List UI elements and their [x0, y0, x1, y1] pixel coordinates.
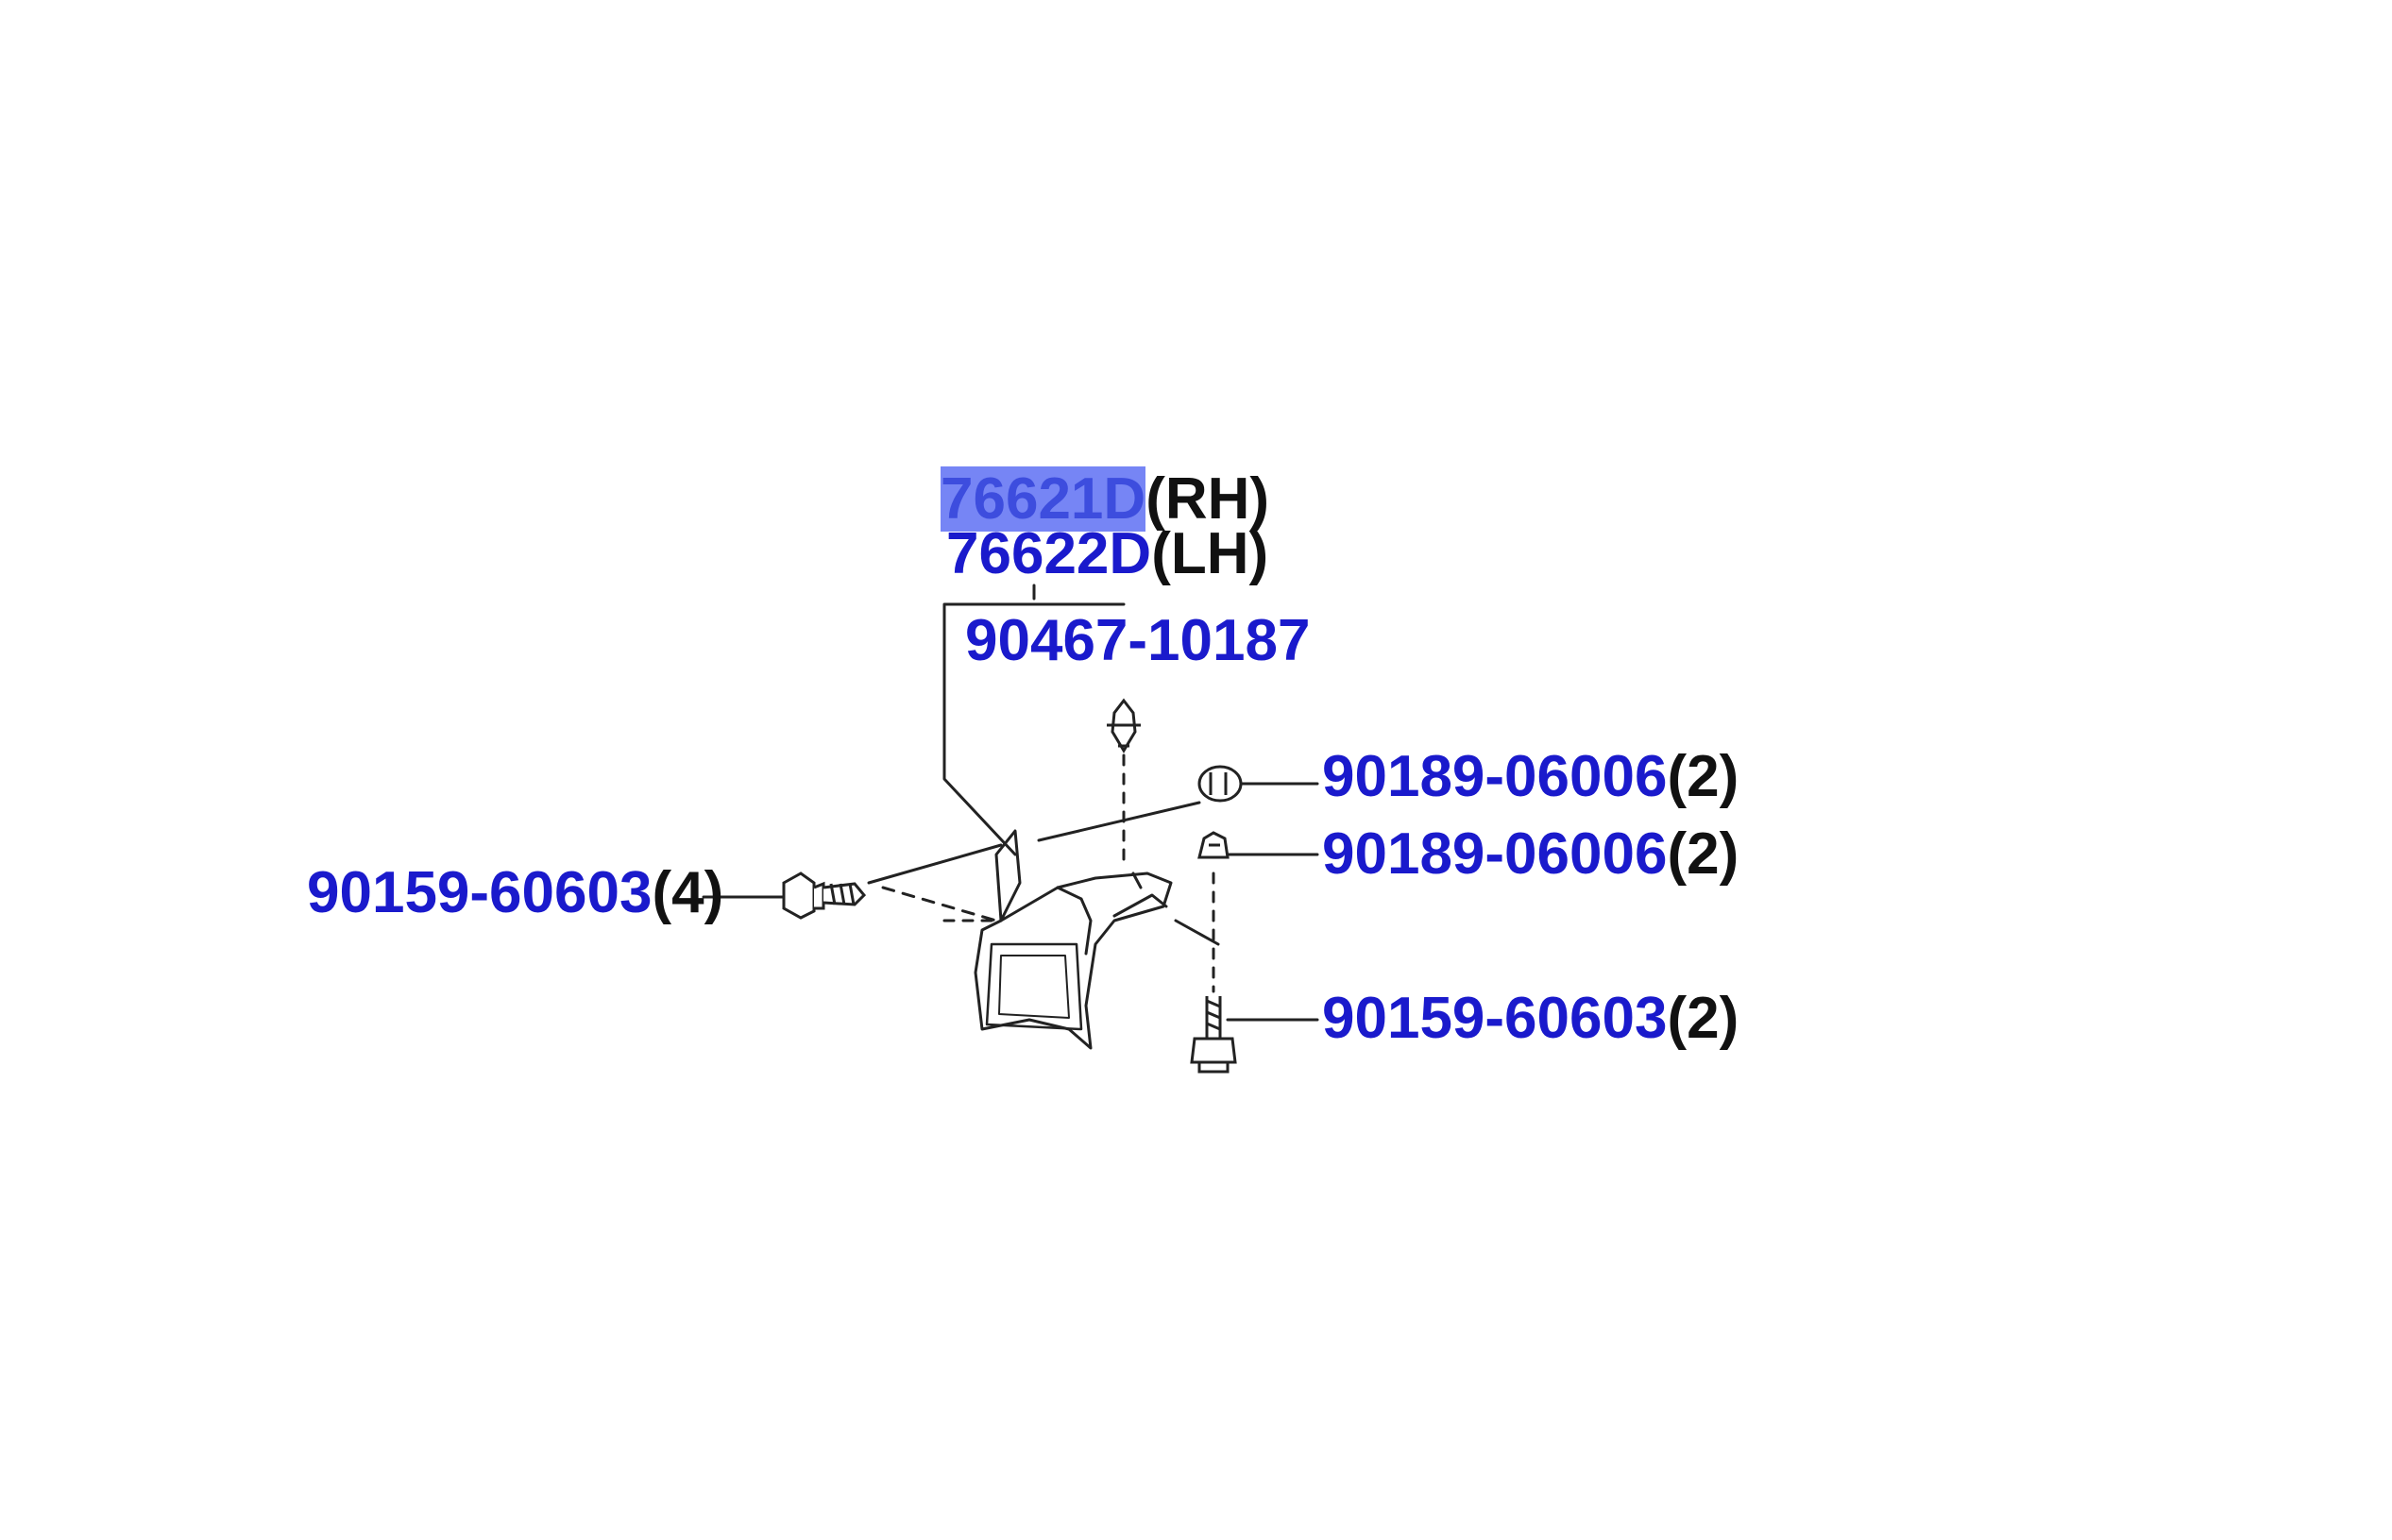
part-number-90159-60603-right[interactable]: 90159-60603	[1322, 986, 1668, 1051]
label-grommet-lower: 90189-06006(2)	[1322, 825, 1739, 884]
label-mudflap-rh: 76621D(RH)	[941, 466, 1269, 532]
grommet-guide-line	[1037, 801, 1201, 842]
label-clip: 90467-10187	[965, 612, 1310, 670]
nut-icon	[1197, 831, 1230, 859]
label-grommet-upper: 90189-06006(2)	[1322, 748, 1739, 806]
part-number-90159-60603-left[interactable]: 90159-60603	[307, 860, 653, 925]
push-clip-icon	[1107, 698, 1141, 753]
part-number-76622d[interactable]: 76622D	[946, 521, 1152, 586]
part-number-90467-10187[interactable]: 90467-10187	[965, 608, 1311, 673]
label-bolt-lower-right: 90159-60603(2)	[1322, 990, 1739, 1048]
bolt-icon	[1190, 996, 1237, 1074]
grommet-icon	[1197, 765, 1243, 803]
qty-grommet-upper: (2)	[1667, 744, 1739, 809]
part-number-90189-06006-lower[interactable]: 90189-06006	[1322, 821, 1668, 887]
qualifier-lh: (LH)	[1151, 521, 1269, 586]
bolt-left-guide-line	[881, 886, 998, 922]
label-bolt-left: 90159-60603(4)	[307, 864, 723, 922]
mudflap-bracket-shape	[974, 829, 1173, 1050]
qualifier-rh: (RH)	[1145, 466, 1270, 532]
qty-bolt-left: (4)	[652, 860, 724, 925]
qty-bolt-lower-right: (2)	[1667, 986, 1739, 1051]
qty-grommet-lower: (2)	[1667, 821, 1739, 887]
tapping-screw-icon	[782, 872, 867, 920]
mudflap-bracket-line	[942, 602, 1126, 856]
label-mudflap-lh: 76622D(LH)	[946, 525, 1268, 584]
part-number-90189-06006-upper[interactable]: 90189-06006	[1322, 744, 1668, 809]
part-number-76621d[interactable]: 76621D	[941, 466, 1146, 532]
